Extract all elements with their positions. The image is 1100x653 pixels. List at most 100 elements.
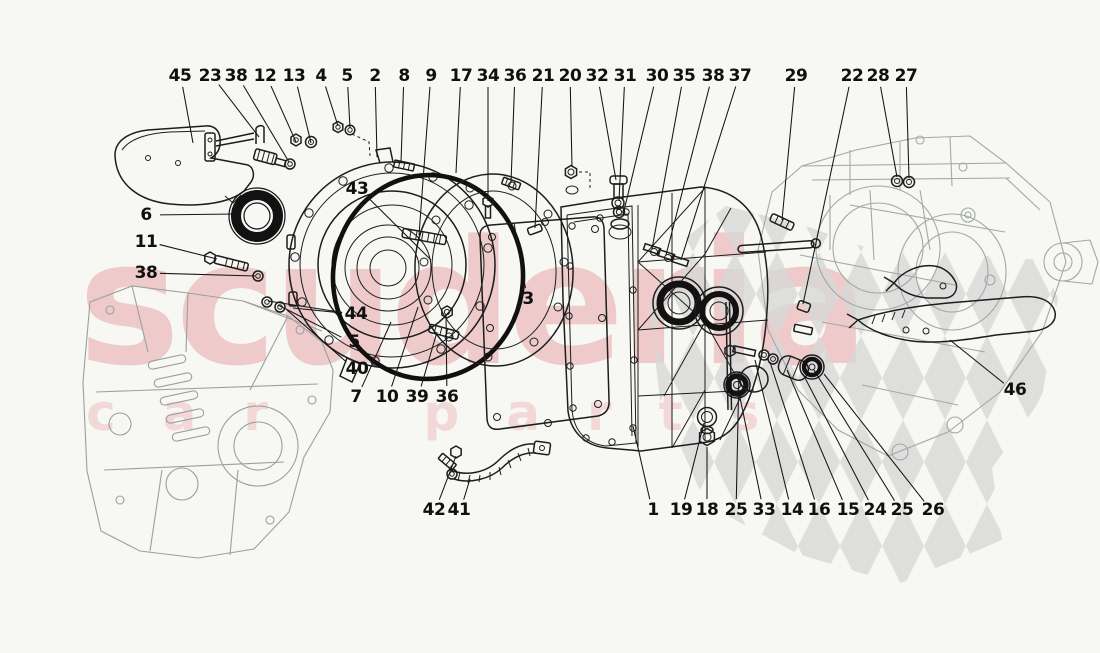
leader-line bbox=[159, 272, 256, 277]
watermark-subtitle-text: car parts bbox=[86, 384, 807, 442]
part-number-label: 34 bbox=[476, 66, 500, 86]
part-number-label: 40 bbox=[345, 359, 369, 379]
part-number-label: 10 bbox=[375, 387, 399, 407]
part-number-label: 14 bbox=[780, 500, 804, 520]
leader-line bbox=[737, 387, 762, 500]
leader-lines bbox=[159, 84, 1005, 502]
part-number-label: 2 bbox=[369, 66, 381, 86]
breather-valve-stack bbox=[609, 175, 630, 230]
leader-line bbox=[438, 455, 457, 501]
leader-line bbox=[267, 300, 343, 313]
gearbox-housing bbox=[560, 185, 769, 452]
leader-line bbox=[361, 321, 392, 388]
leader-line bbox=[880, 86, 898, 178]
part-number-label: 19 bbox=[669, 500, 693, 520]
leader-line bbox=[374, 86, 378, 158]
part-number-label: 30 bbox=[645, 66, 669, 86]
part-number-label: 8 bbox=[398, 66, 410, 86]
part-number-label: 9 bbox=[425, 66, 437, 86]
part-number-label: 44 bbox=[344, 304, 368, 324]
leader-line bbox=[684, 422, 705, 500]
mounting-brackets bbox=[846, 264, 1056, 343]
leader-line bbox=[905, 86, 910, 179]
leader-line bbox=[445, 313, 448, 387]
part-number-label: 35 bbox=[672, 66, 696, 86]
leader-line bbox=[598, 86, 617, 181]
leader-line bbox=[618, 86, 625, 202]
ground-strap bbox=[437, 440, 552, 484]
part-number-label: 1 bbox=[647, 500, 659, 520]
part-number-label: 32 bbox=[585, 66, 609, 86]
cover-gasket bbox=[479, 216, 610, 431]
bolt-and-washers bbox=[204, 251, 286, 313]
leader-line bbox=[622, 86, 655, 216]
part-number-label: 5 bbox=[348, 332, 360, 352]
leader-line bbox=[159, 213, 238, 216]
part-number-label: 27 bbox=[894, 66, 918, 86]
part-number-label: 42 bbox=[422, 500, 446, 520]
leader-line bbox=[781, 86, 796, 221]
leader-line bbox=[463, 478, 471, 500]
part-number-label: 33 bbox=[752, 500, 776, 520]
leader-line bbox=[802, 86, 850, 305]
part-number-label: 17 bbox=[449, 66, 473, 86]
part-number-label: 29 bbox=[784, 66, 808, 86]
leader-line bbox=[182, 86, 194, 144]
leader-line bbox=[455, 86, 461, 174]
leader-line bbox=[754, 359, 790, 500]
sensor-and-fasteners bbox=[252, 120, 371, 170]
leader-line bbox=[813, 369, 895, 501]
part-number-label: 7 bbox=[350, 387, 362, 407]
part-number-label: 38 bbox=[701, 66, 725, 86]
part-number-label: 39 bbox=[405, 387, 429, 407]
leader-line bbox=[391, 306, 419, 387]
part-number-label: 6 bbox=[140, 205, 152, 225]
leader-line bbox=[159, 244, 218, 260]
part-number-label: 41 bbox=[447, 500, 471, 520]
leader-line bbox=[418, 86, 431, 236]
leader-line bbox=[680, 86, 737, 261]
bearing-opening-b bbox=[694, 286, 744, 336]
part-number-label: 16 bbox=[807, 500, 831, 520]
leader-line bbox=[325, 86, 339, 127]
part-number-label: 15 bbox=[836, 500, 860, 520]
part-number-label: 24 bbox=[863, 500, 887, 520]
checkered-flag-watermark bbox=[650, 206, 1058, 584]
part-number-label: 22 bbox=[840, 66, 864, 86]
leader-line bbox=[400, 86, 405, 164]
part-number-label: 11 bbox=[134, 232, 158, 252]
leader-line bbox=[769, 361, 816, 500]
part-number-label: 21 bbox=[531, 66, 555, 86]
housing-bolt-holes bbox=[565, 208, 638, 446]
leader-line bbox=[513, 222, 526, 289]
leader-line bbox=[270, 85, 297, 143]
leader-line bbox=[366, 196, 432, 261]
leader-line bbox=[510, 86, 516, 184]
part-number-label: 23 bbox=[198, 66, 222, 86]
part-number-label: 38 bbox=[224, 66, 248, 86]
bearing-opening-a bbox=[652, 276, 706, 330]
leader-line bbox=[218, 84, 260, 138]
part-number-label: 46 bbox=[1003, 380, 1027, 400]
part-number-label: 37 bbox=[728, 66, 752, 86]
leader-line bbox=[534, 86, 543, 229]
leader-line bbox=[277, 304, 342, 338]
leader-line bbox=[420, 331, 438, 387]
part-number-label: 28 bbox=[866, 66, 890, 86]
leader-line bbox=[665, 86, 710, 256]
studs-and-bolts bbox=[393, 159, 916, 340]
leader-line bbox=[292, 307, 343, 314]
oil-seal bbox=[228, 187, 286, 245]
leader-line bbox=[802, 373, 869, 501]
bell-housing bbox=[286, 147, 496, 384]
leader-line bbox=[296, 86, 312, 144]
leader-line bbox=[823, 373, 925, 502]
leader-line bbox=[569, 86, 573, 168]
part-number-label: 25 bbox=[724, 500, 748, 520]
filler-plug bbox=[564, 164, 591, 191]
o-ring bbox=[330, 172, 526, 382]
leader-line bbox=[347, 86, 351, 129]
part-number-label: 12 bbox=[253, 66, 277, 86]
part-number-label: 20 bbox=[558, 66, 582, 86]
